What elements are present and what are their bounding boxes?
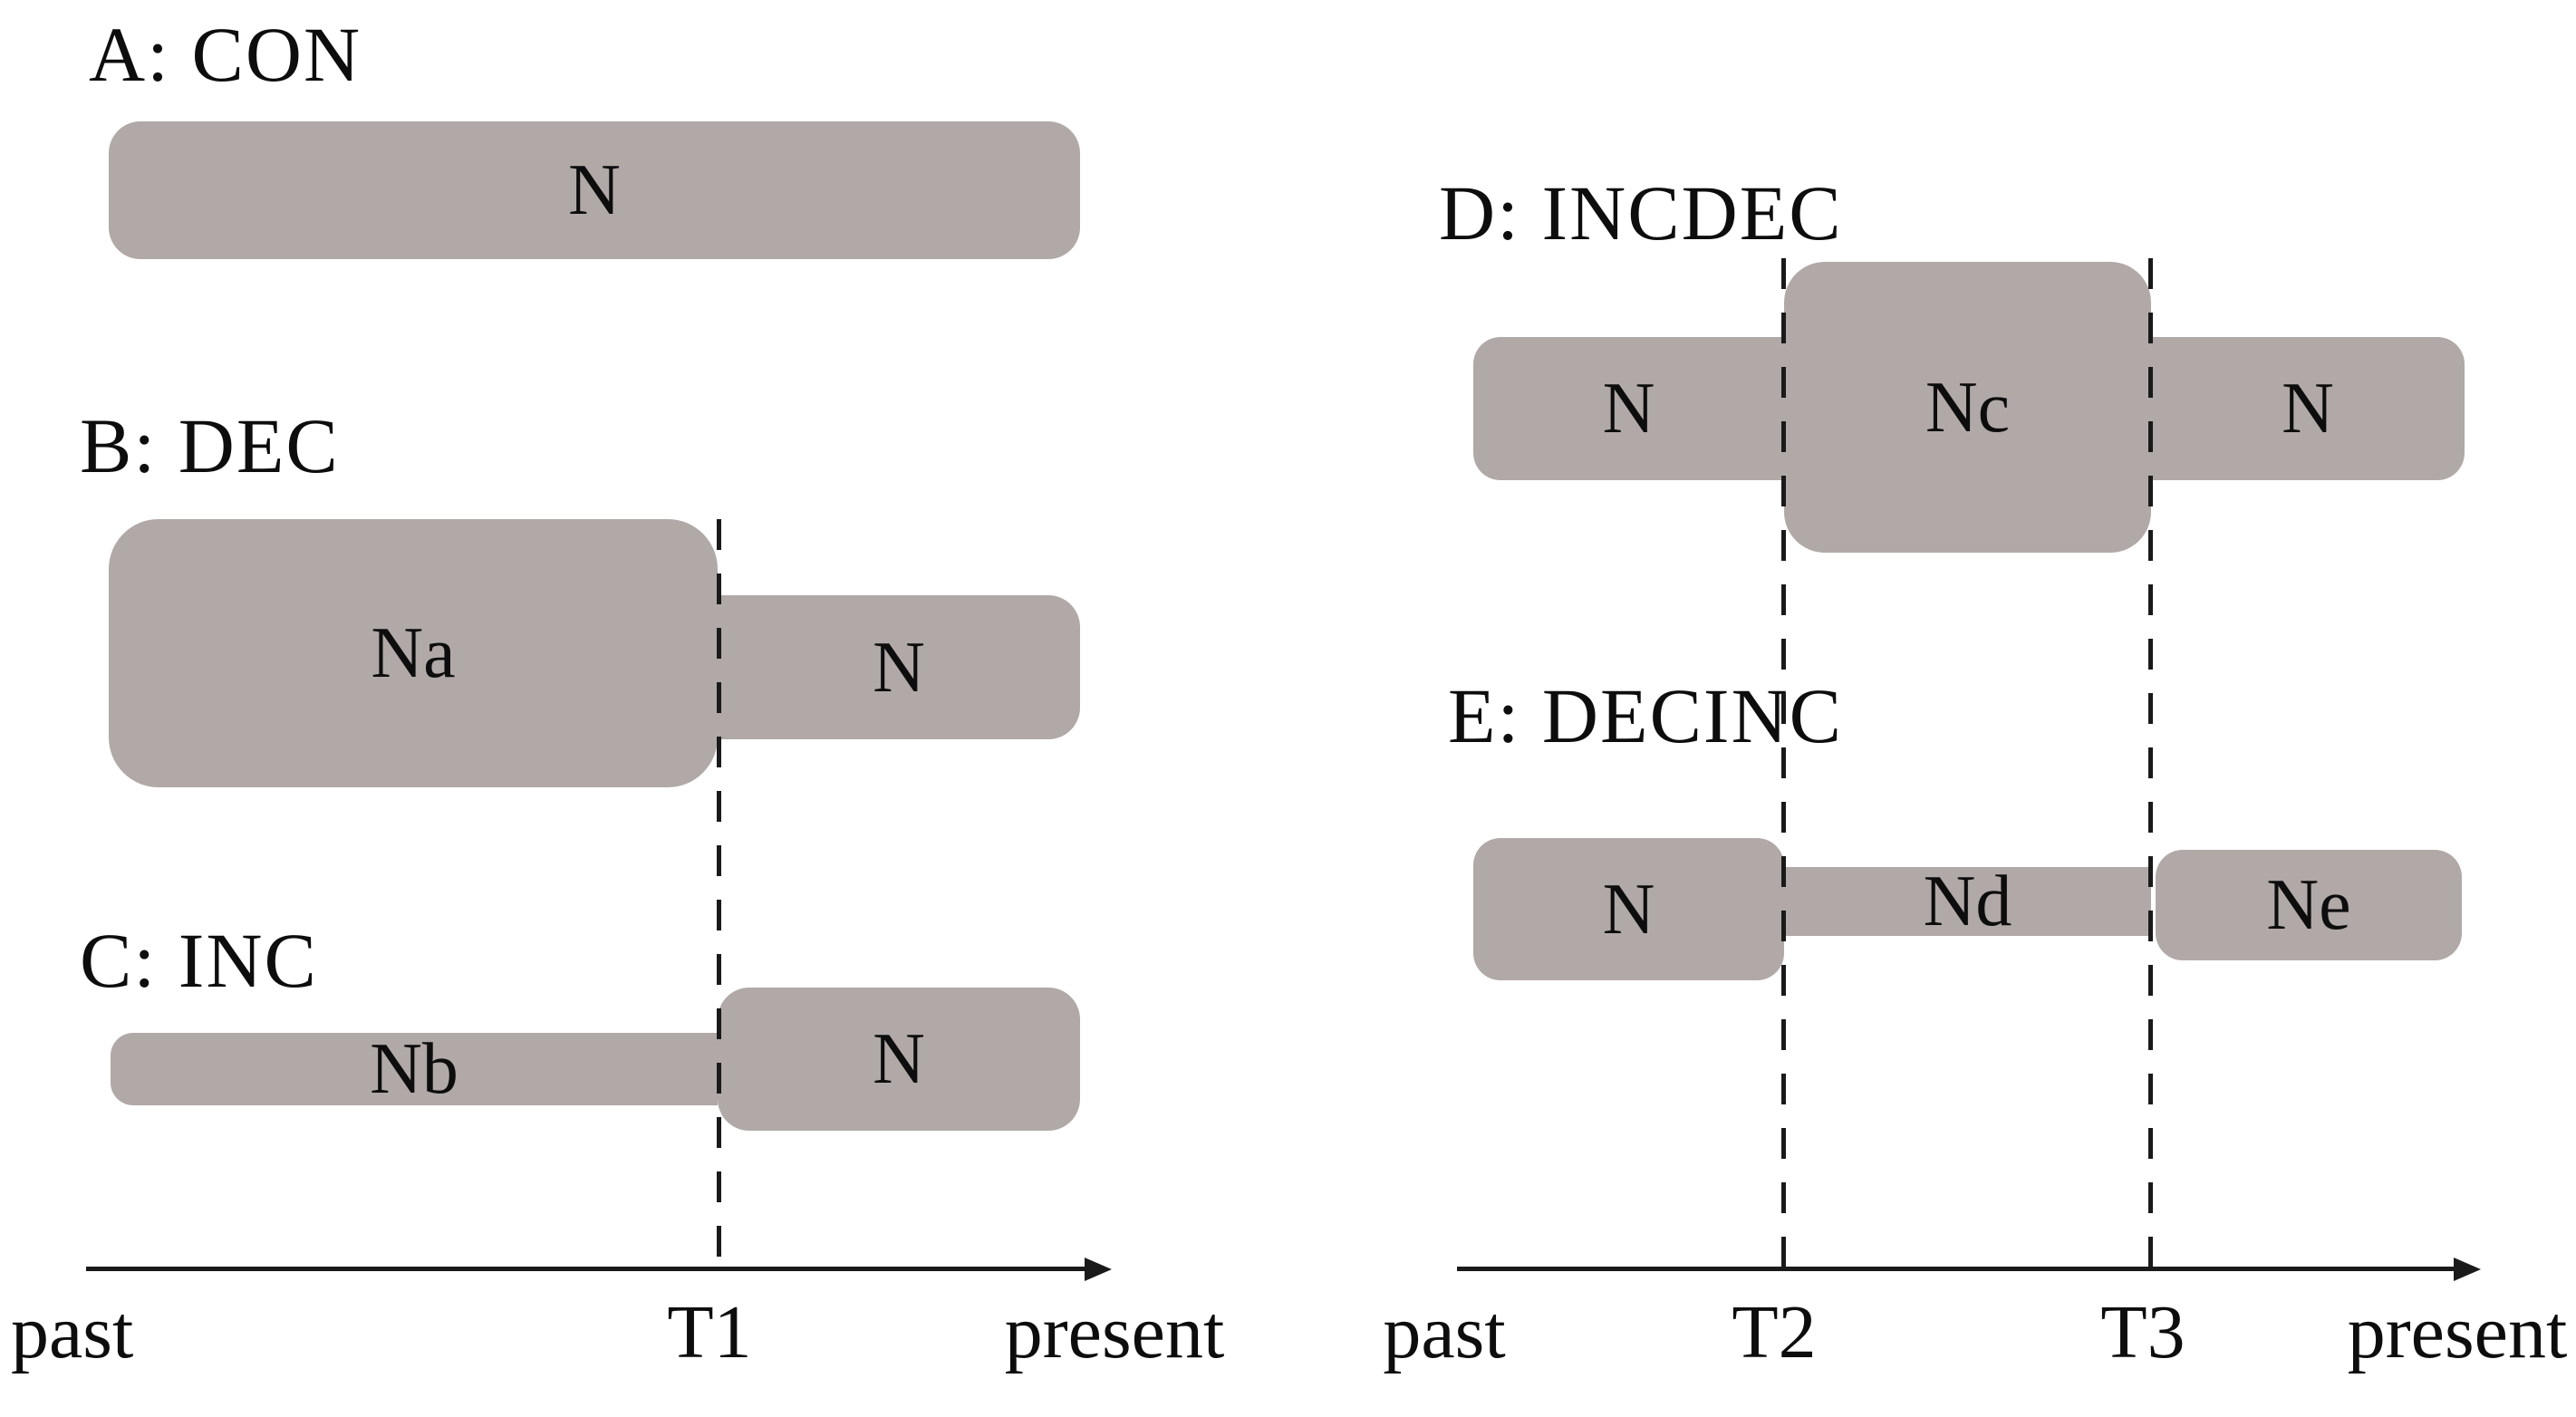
right-axis-arrowhead-icon [2454,1258,2481,1281]
panel-b-title: B: DEC [80,402,340,489]
panel-c-bar-nb: Nb [111,1033,718,1105]
panel-b-bar-n: N [718,595,1080,739]
right-axis-t3-label: T3 [2100,1290,2185,1374]
panel-c-bar-n: N [718,988,1080,1131]
panel-d-bar-nc-label: Nc [1925,367,2011,448]
panel-e-bar-n-label: N [1602,869,1655,949]
right-axis-present-label: present [2347,1290,2568,1374]
left-axis-past-label: past [11,1290,134,1374]
panel-e-bar-ne-label: Ne [2266,865,2351,945]
panel-b-bar-na: Na [109,519,718,787]
panel-d-bar-nc: Nc [1784,262,2151,553]
panel-d-bar-n-right: N [2151,337,2465,480]
right-time-axis [1457,1267,2458,1271]
panel-a-bar-n-label: N [568,150,621,230]
left-axis-t1-label: T1 [667,1290,752,1374]
panel-c-bar-n-label: N [873,1019,925,1099]
panel-a-bar-n: N [109,121,1080,259]
panel-e-bar-ne: Ne [2156,850,2462,960]
t1-dashed-line [717,519,721,1268]
t3-dashed-line [2148,258,2153,1268]
panel-d-bar-n-right-label: N [2282,369,2334,448]
panel-c-title: C: INC [80,917,318,1004]
panel-a-title: A: CON [89,11,362,98]
panel-d-bar-n-left-label: N [1602,369,1655,448]
panel-d-title: D: INCDEC [1439,169,1843,256]
left-axis-present-label: present [1004,1290,1225,1374]
panel-e-title: E: DECINC [1448,672,1844,759]
panel-e-bar-n: N [1473,838,1784,980]
left-axis-arrowhead-icon [1085,1258,1112,1281]
panel-b-bar-n-label: N [873,627,925,708]
panel-c-bar-nb-label: Nb [370,1029,458,1109]
panel-b-bar-na-label: Na [371,613,456,693]
left-time-axis [86,1267,1092,1271]
panel-e-bar-nd: Nd [1784,862,2151,941]
right-axis-t2-label: T2 [1732,1290,1817,1374]
panel-e-bar-nd-label: Nd [1923,862,2012,941]
t2-dashed-line [1781,258,1786,1268]
right-axis-past-label: past [1383,1290,1506,1374]
panel-d-bar-n-left: N [1473,337,1784,480]
